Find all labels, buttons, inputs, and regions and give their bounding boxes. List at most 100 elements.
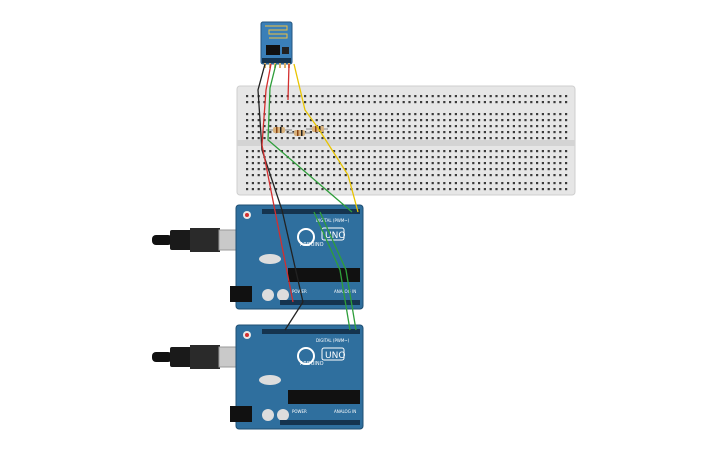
breadboard-hole [454, 174, 457, 177]
breadboard-hole [292, 95, 295, 98]
breadboard-hole [344, 188, 347, 191]
arduino-logo-top: ARDUINO [300, 242, 324, 248]
breadboard-hole [437, 174, 440, 177]
breadboard-hole [501, 101, 504, 104]
breadboard-hole [280, 182, 283, 185]
wire-green-3[interactable] [319, 211, 357, 331]
breadboard-hole [338, 156, 341, 159]
wire-red-short[interactable] [287, 63, 290, 101]
breadboard-hole [524, 119, 527, 122]
wire-yellow-a[interactable] [293, 63, 319, 129]
wire-red-vcc[interactable] [261, 63, 294, 303]
breadboard-hole [367, 182, 370, 185]
arduino-uno-bottom[interactable]: ARDUINO UNO DIGITAL (PWM~) POWER ANALOG … [230, 324, 364, 430]
breadboard-hole [541, 182, 544, 185]
breadboard-hole [333, 156, 336, 159]
breadboard-hole [408, 188, 411, 191]
esp-01-module[interactable] [260, 21, 293, 68]
breadboard-hole [530, 168, 533, 171]
breadboard-hole [362, 95, 365, 98]
breadboard-hole [536, 162, 539, 165]
breadboard-hole [483, 101, 486, 104]
analog-label-top: ANALOG IN [334, 289, 356, 294]
breadboard-hole [420, 119, 423, 122]
breadboard[interactable] [236, 85, 576, 196]
breadboard-hole [518, 131, 521, 134]
breadboard-hole [309, 162, 312, 165]
breadboard-hole [338, 137, 341, 140]
wire-black-gnd-2[interactable] [284, 301, 304, 331]
breadboard-hole [530, 101, 533, 104]
breadboard-hole [356, 113, 359, 116]
usb-cable-top[interactable] [152, 228, 244, 252]
breadboard-hole [263, 119, 266, 122]
breadboard-hole [443, 101, 446, 104]
breadboard-hole [478, 125, 481, 128]
wire-green-2[interactable] [313, 211, 351, 331]
breadboard-hole [559, 188, 562, 191]
breadboard-hole [524, 168, 527, 171]
breadboard-hole [269, 113, 272, 116]
breadboard-hole [536, 119, 539, 122]
breadboard-hole [414, 95, 417, 98]
breadboard-hole [420, 162, 423, 165]
resistor-1[interactable] [266, 127, 292, 133]
breadboard-hole [512, 150, 515, 153]
breadboard-hole [472, 131, 475, 134]
breadboard-hole [362, 101, 365, 104]
breadboard-hole [472, 156, 475, 159]
breadboard-hole [483, 174, 486, 177]
breadboard-hole [292, 162, 295, 165]
breadboard-hole [292, 113, 295, 116]
breadboard-hole [356, 131, 359, 134]
breadboard-hole [501, 150, 504, 153]
breadboard-hole [501, 119, 504, 122]
breadboard-hole [565, 137, 568, 140]
breadboard-hole [512, 131, 515, 134]
breadboard-hole [449, 137, 452, 140]
breadboard-hole [512, 125, 515, 128]
breadboard-hole [454, 162, 457, 165]
breadboard-hole [251, 125, 254, 128]
breadboard-hole [251, 131, 254, 134]
breadboard-hole [402, 188, 405, 191]
breadboard-hole [309, 95, 312, 98]
breadboard-hole [321, 137, 324, 140]
breadboard-hole [367, 119, 370, 122]
breadboard-hole [460, 174, 463, 177]
wire-green-1[interactable] [267, 63, 353, 213]
breadboard-hole [541, 95, 544, 98]
breadboard-hole [275, 113, 278, 116]
breadboard-hole [298, 125, 301, 128]
breadboard-hole [344, 174, 347, 177]
wire-black-gnd[interactable] [257, 63, 304, 303]
breadboard-hole [507, 162, 510, 165]
wire-yellow-b[interactable] [317, 127, 359, 213]
breadboard-hole [379, 188, 382, 191]
breadboard-hole [454, 113, 457, 116]
breadboard-hole [449, 125, 452, 128]
breadboard-hole [286, 119, 289, 122]
breadboard-hole [379, 174, 382, 177]
usb-cable-bottom[interactable] [152, 345, 244, 369]
breadboard-hole [518, 162, 521, 165]
breadboard-hole [391, 168, 394, 171]
breadboard-hole [362, 150, 365, 153]
breadboard-hole [402, 119, 405, 122]
arduino-uno-top[interactable]: ARDUINO UNO DIGITAL (PWM~) POWER ANALOG … [230, 204, 364, 310]
breadboard-hole [362, 188, 365, 191]
breadboard-hole [466, 162, 469, 165]
breadboard-hole [379, 125, 382, 128]
breadboard-hole [553, 174, 556, 177]
breadboard-hole [553, 137, 556, 140]
breadboard-hole [512, 174, 515, 177]
breadboard-hole [269, 162, 272, 165]
breadboard-hole [501, 182, 504, 185]
breadboard-hole [449, 131, 452, 134]
breadboard-hole [408, 113, 411, 116]
breadboard-hole [530, 174, 533, 177]
breadboard-hole [431, 119, 434, 122]
breadboard-hole [333, 137, 336, 140]
resistor-2[interactable] [288, 130, 310, 136]
breadboard-hole [280, 119, 283, 122]
